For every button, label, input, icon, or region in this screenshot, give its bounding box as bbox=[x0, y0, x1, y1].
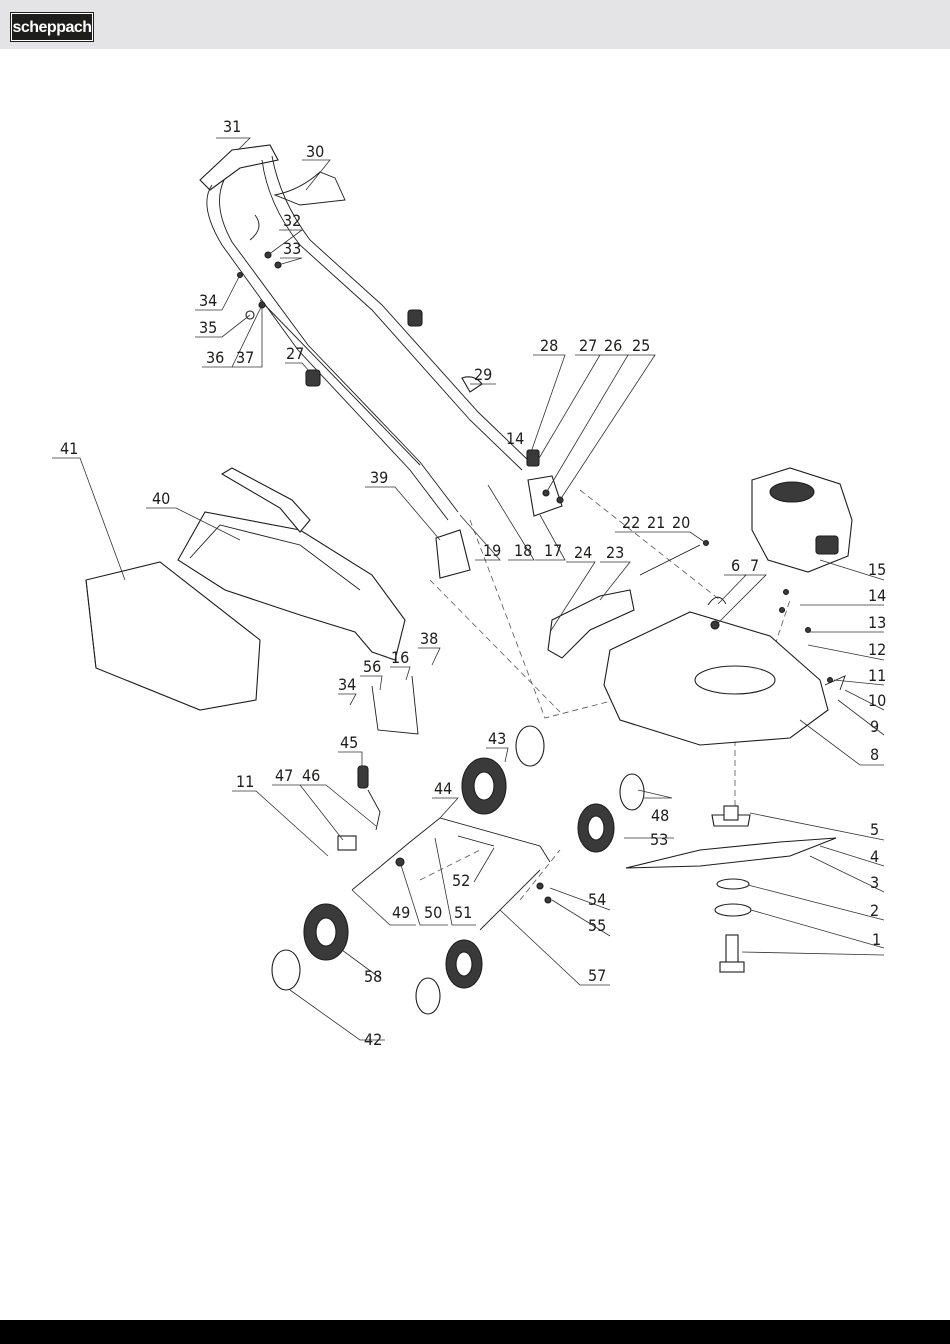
part-label-16: 16 bbox=[391, 648, 409, 667]
part-label-50: 50 bbox=[424, 903, 442, 922]
part-label-25: 25 bbox=[632, 336, 650, 355]
engine-recoil bbox=[770, 482, 814, 502]
part-label-33: 33 bbox=[283, 239, 301, 258]
handle-assembly bbox=[200, 145, 563, 578]
part-label-10: 10 bbox=[868, 691, 886, 710]
wheel-assembly bbox=[272, 676, 644, 1014]
part-label-58: 58 bbox=[364, 967, 382, 986]
washer-2 bbox=[715, 904, 751, 916]
part-label-54: 54 bbox=[588, 890, 606, 909]
washer-3 bbox=[717, 879, 749, 889]
part-label-41: 41 bbox=[60, 439, 78, 458]
part-label-34: 34 bbox=[199, 291, 217, 310]
part-label-53: 53 bbox=[650, 830, 668, 849]
axle-44 bbox=[352, 818, 550, 890]
part-label-45: 45 bbox=[340, 733, 358, 752]
lever-bracket-47 bbox=[338, 836, 356, 850]
part-label-30: 30 bbox=[306, 142, 324, 161]
deck-opening bbox=[695, 666, 775, 694]
part-label-6: 6 bbox=[731, 556, 740, 575]
part-label-52: 52 bbox=[452, 871, 470, 890]
grass-catcher-assembly bbox=[86, 468, 405, 710]
part-label-28: 28 bbox=[540, 336, 558, 355]
part-label-37: 37 bbox=[236, 348, 254, 367]
part-label-19: 19 bbox=[483, 541, 501, 560]
bolt-14 bbox=[780, 608, 785, 613]
part-label-31: 31 bbox=[223, 117, 241, 136]
part-label-29: 29 bbox=[474, 365, 492, 384]
part-label-17: 17 bbox=[544, 541, 562, 560]
blade-bolt-1 bbox=[726, 935, 738, 965]
rod-21 bbox=[640, 545, 700, 575]
part-label-40: 40 bbox=[152, 489, 170, 508]
part-label-8: 8 bbox=[870, 745, 879, 764]
part-label-13: 13 bbox=[868, 613, 886, 632]
hubcap-43 bbox=[516, 726, 544, 766]
part-label-55: 55 bbox=[588, 916, 606, 935]
handle-clamp-28 bbox=[527, 450, 539, 466]
part-label-27: 27 bbox=[579, 336, 597, 355]
part-label-21: 21 bbox=[647, 513, 665, 532]
part-label-42: 42 bbox=[364, 1030, 382, 1049]
part-label-38: 38 bbox=[420, 629, 438, 648]
part-label-11: 11 bbox=[236, 772, 254, 791]
footer-bar bbox=[0, 1320, 950, 1344]
part-label-34: 34 bbox=[338, 675, 356, 694]
part-label-1: 1 bbox=[872, 930, 881, 949]
part-label-51: 51 bbox=[454, 903, 472, 922]
hubcap-front bbox=[416, 978, 440, 1014]
part-label-35: 35 bbox=[199, 318, 217, 337]
part-label-57: 57 bbox=[588, 966, 606, 985]
hubcap-48 bbox=[620, 774, 644, 810]
part-label-32: 32 bbox=[283, 211, 301, 230]
spring-52 bbox=[458, 836, 494, 846]
part-label-9: 9 bbox=[870, 717, 879, 736]
part-label-56: 56 bbox=[363, 657, 381, 676]
part-label-12: 12 bbox=[868, 640, 886, 659]
part-label-20: 20 bbox=[672, 513, 690, 532]
blade-bolt-head bbox=[720, 962, 744, 972]
handle-knob-left bbox=[306, 370, 320, 386]
handle-knob-right bbox=[408, 310, 422, 326]
part-label-26: 26 bbox=[604, 336, 622, 355]
part-label-47: 47 bbox=[275, 766, 293, 785]
height-lever-45 bbox=[358, 766, 368, 788]
engine-carburettor bbox=[816, 536, 838, 554]
part-label-15: 15 bbox=[868, 560, 886, 579]
hubcap-42 bbox=[272, 950, 300, 990]
part-label-44: 44 bbox=[434, 779, 452, 798]
part-label-18: 18 bbox=[514, 541, 532, 560]
part-label-22: 22 bbox=[622, 513, 640, 532]
part-label-14: 14 bbox=[506, 429, 524, 448]
part-label-24: 24 bbox=[574, 543, 592, 562]
part-label-48: 48 bbox=[651, 806, 669, 825]
part-label-39: 39 bbox=[370, 468, 388, 487]
part-label-2: 2 bbox=[870, 901, 879, 920]
part-label-4: 4 bbox=[870, 847, 879, 866]
part-label-49: 49 bbox=[392, 903, 410, 922]
part-label-36: 36 bbox=[206, 348, 224, 367]
bolt-13 bbox=[784, 590, 789, 595]
part-label-11: 11 bbox=[868, 666, 886, 685]
part-label-5: 5 bbox=[870, 820, 879, 839]
rear-flap-rod-56 bbox=[372, 676, 418, 734]
part-label-23: 23 bbox=[606, 543, 624, 562]
bracket-39 bbox=[436, 530, 470, 578]
part-label-14: 14 bbox=[868, 586, 886, 605]
part-label-27: 27 bbox=[286, 344, 304, 363]
part-label-3: 3 bbox=[870, 873, 879, 892]
axle-57 bbox=[480, 870, 540, 930]
part-label-43: 43 bbox=[488, 729, 506, 748]
part-label-46: 46 bbox=[302, 766, 320, 785]
spring-7 bbox=[711, 621, 719, 629]
washer-55 bbox=[545, 897, 551, 903]
nut-54 bbox=[537, 883, 543, 889]
deck-engine-assembly bbox=[548, 468, 852, 745]
adapter-hub bbox=[724, 806, 738, 820]
part-label-7: 7 bbox=[750, 556, 759, 575]
